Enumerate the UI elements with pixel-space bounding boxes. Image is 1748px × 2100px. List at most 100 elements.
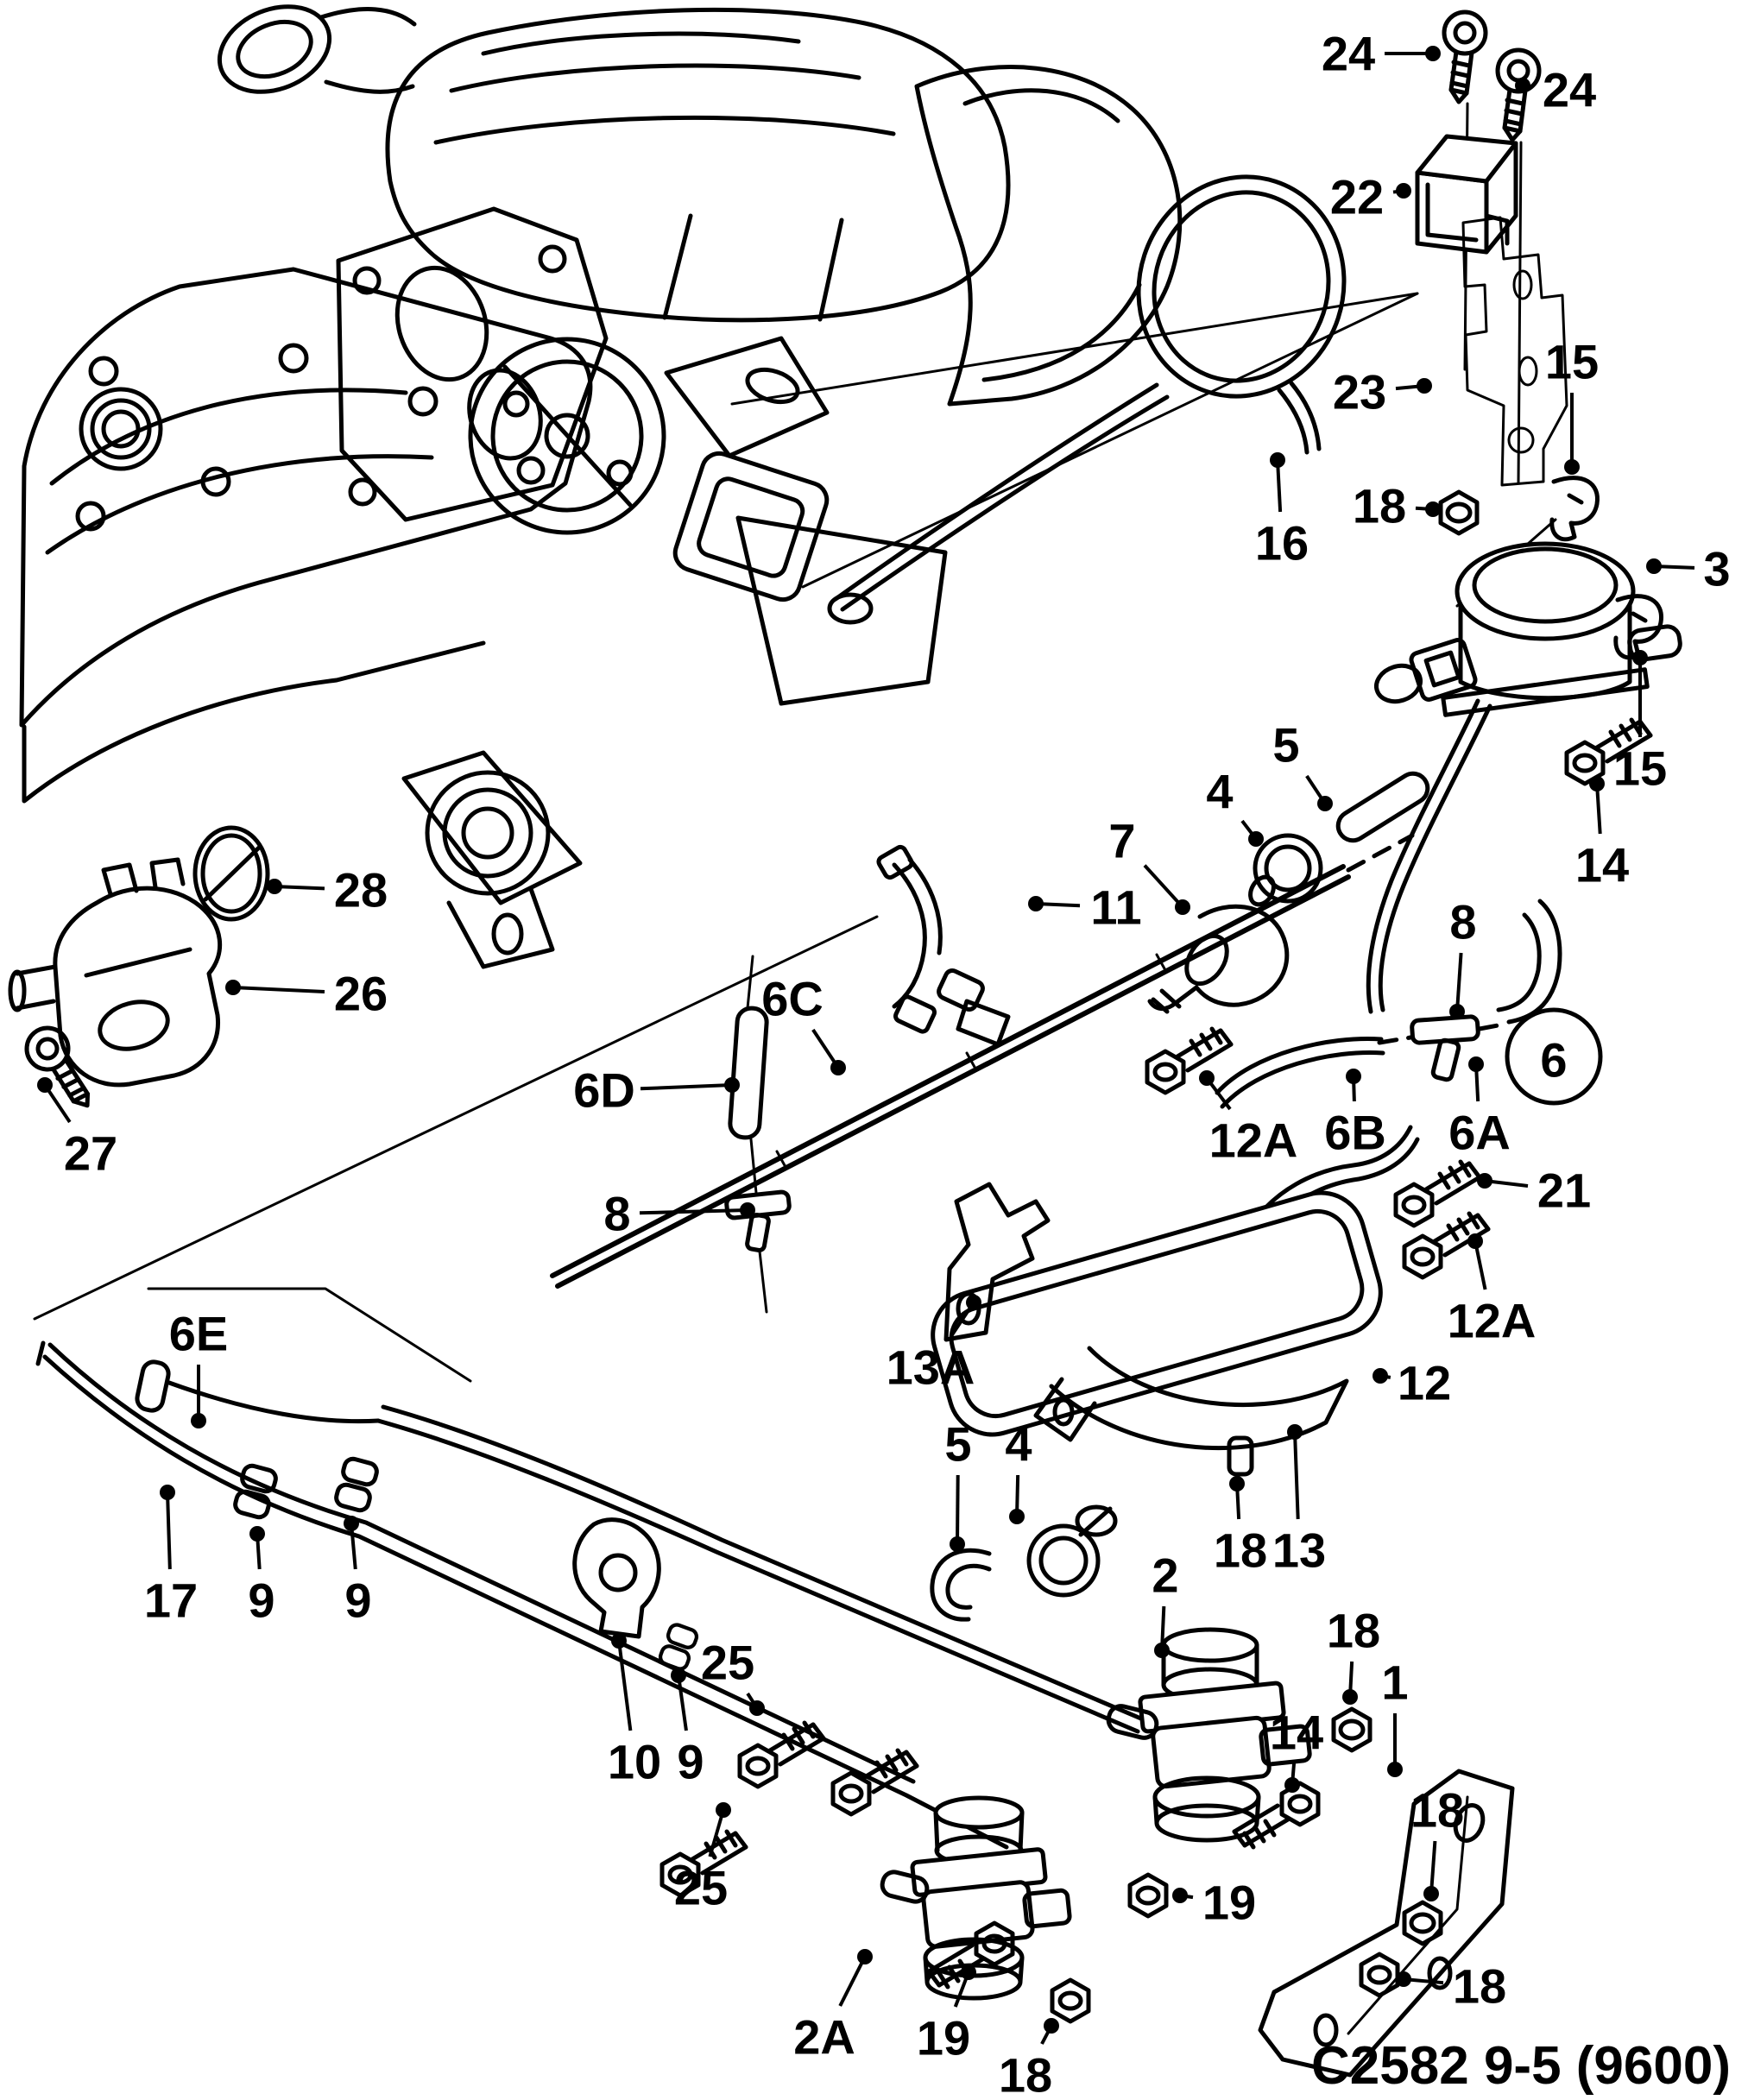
leader-line — [1595, 783, 1602, 835]
callout-label-9: 9 — [248, 1573, 275, 1628]
callout-label-18: 18 — [1453, 1959, 1506, 2014]
callout-label-23: 23 — [1333, 365, 1386, 419]
callout-label-25: 25 — [674, 1861, 728, 1915]
engine-line-art — [8, 4, 1682, 2078]
mounting-bracket-1 — [1258, 1769, 1515, 2078]
leader-dot — [160, 1485, 175, 1500]
leader-dot — [1346, 1069, 1361, 1084]
callout-label-9: 9 — [344, 1573, 371, 1628]
canister-12-brackets — [931, 1182, 1383, 1477]
callout-label-6D: 6D — [573, 1063, 635, 1118]
leader-dot — [830, 1060, 846, 1075]
solenoid-valve-2a — [880, 1795, 1072, 2001]
wiring-harness-11 — [876, 844, 1011, 1047]
hoses-6-series — [135, 698, 1562, 1413]
callout-label-14: 14 — [1575, 838, 1629, 892]
callout-label-16: 16 — [1255, 516, 1309, 571]
leader-line — [1473, 1240, 1487, 1290]
leader-dot — [1248, 831, 1264, 847]
leader-dot — [1646, 558, 1662, 574]
callout-label-8: 8 — [603, 1187, 630, 1241]
leader-dot — [1373, 1368, 1388, 1384]
leader-dot — [950, 1536, 965, 1552]
leader-line — [1429, 1840, 1437, 1895]
leader-line — [166, 1491, 172, 1570]
callout-label-12: 12 — [1398, 1356, 1451, 1410]
leader-line — [708, 1809, 725, 1857]
leader-dot — [961, 1964, 976, 1980]
leader-dot — [1467, 1233, 1483, 1249]
callout-label-13: 13 — [1272, 1523, 1326, 1578]
leader-dot — [1477, 1173, 1492, 1189]
leader-dot — [671, 1668, 686, 1683]
callout-label-27: 27 — [64, 1126, 117, 1181]
callout-label-6B: 6B — [1324, 1106, 1386, 1160]
callout-label-18: 18 — [1410, 1783, 1464, 1838]
leader-dot — [716, 1802, 731, 1818]
leader-dot — [191, 1413, 206, 1428]
callout-label-6C: 6C — [761, 972, 824, 1026]
sensor-7 — [1147, 904, 1290, 1014]
callout-label-21: 21 — [1537, 1164, 1591, 1218]
solenoid-valve-2 — [1106, 1627, 1312, 1843]
leader-dot — [1172, 1888, 1188, 1903]
leader-dot — [1270, 452, 1285, 468]
leader-line — [956, 1474, 960, 1545]
leader-dot — [1044, 2018, 1059, 2034]
leader-dot — [1284, 1777, 1300, 1793]
callout-label-12A: 12A — [1209, 1113, 1298, 1168]
leader-dot — [344, 1516, 359, 1531]
leader-lines — [37, 46, 1695, 2045]
drawing-code: C2582 9-5 (9600) — [1311, 2036, 1731, 2096]
leader-dot — [1009, 1509, 1025, 1524]
callout-label-6E: 6E — [169, 1307, 229, 1361]
callout-label-12A: 12A — [1448, 1294, 1537, 1348]
callout-label-14: 14 — [1270, 1706, 1323, 1760]
callout-label-18: 18 — [1327, 1604, 1380, 1658]
leader-dot — [1154, 1643, 1170, 1658]
callout-label-6A: 6A — [1448, 1106, 1511, 1160]
vacuum-valve-3 — [1374, 541, 1682, 717]
leader-dot — [1199, 1070, 1215, 1086]
leader-dot — [1515, 78, 1530, 93]
leader-dot — [1449, 1004, 1465, 1019]
leader-dot — [37, 1077, 53, 1093]
leader-dot — [225, 980, 241, 995]
callout-label-9: 9 — [677, 1735, 704, 1789]
leader-line — [274, 885, 325, 891]
pipe-clamps-9-10 — [233, 1457, 698, 1671]
leader-dot — [724, 1077, 740, 1093]
callout-label-18: 18 — [1353, 479, 1406, 533]
callout-label-4: 4 — [1005, 1417, 1032, 1472]
leader-dot — [749, 1700, 765, 1716]
leader-dot — [1317, 796, 1333, 811]
leader-dot — [1229, 1476, 1245, 1491]
leader-line — [617, 1640, 633, 1731]
grommet-4-hook-5-lower — [930, 1504, 1118, 1622]
leader-dot — [1468, 1056, 1484, 1072]
callout-label-22: 22 — [1330, 170, 1384, 224]
leader-dot — [1396, 1971, 1411, 1987]
leader-dot — [1423, 1886, 1439, 1901]
callout-label-15: 15 — [1613, 741, 1667, 796]
throttle-body — [468, 336, 830, 602]
egr-valve-26 — [8, 857, 223, 1088]
callout-label-17: 17 — [144, 1573, 198, 1628]
callout-label-24: 24 — [1322, 27, 1375, 81]
callout-label-15: 15 — [1545, 335, 1599, 389]
callout-label-18: 18 — [1214, 1523, 1267, 1578]
leader-line — [838, 1956, 867, 2007]
grommet-4-tube-5-upper — [1248, 771, 1430, 907]
callout-label-24: 24 — [1543, 63, 1596, 117]
leader-dot — [1396, 183, 1411, 199]
relay-22 — [1415, 134, 1518, 255]
leader-dot — [1387, 1762, 1403, 1777]
leader-dot — [1417, 378, 1432, 394]
leader-dot — [1287, 1424, 1303, 1440]
nuts-18-19 — [1050, 489, 1480, 2024]
callout-label-10: 10 — [608, 1735, 661, 1789]
leader-dot — [1425, 501, 1441, 517]
leader-line — [640, 1083, 733, 1091]
leader-dot — [1425, 46, 1441, 61]
